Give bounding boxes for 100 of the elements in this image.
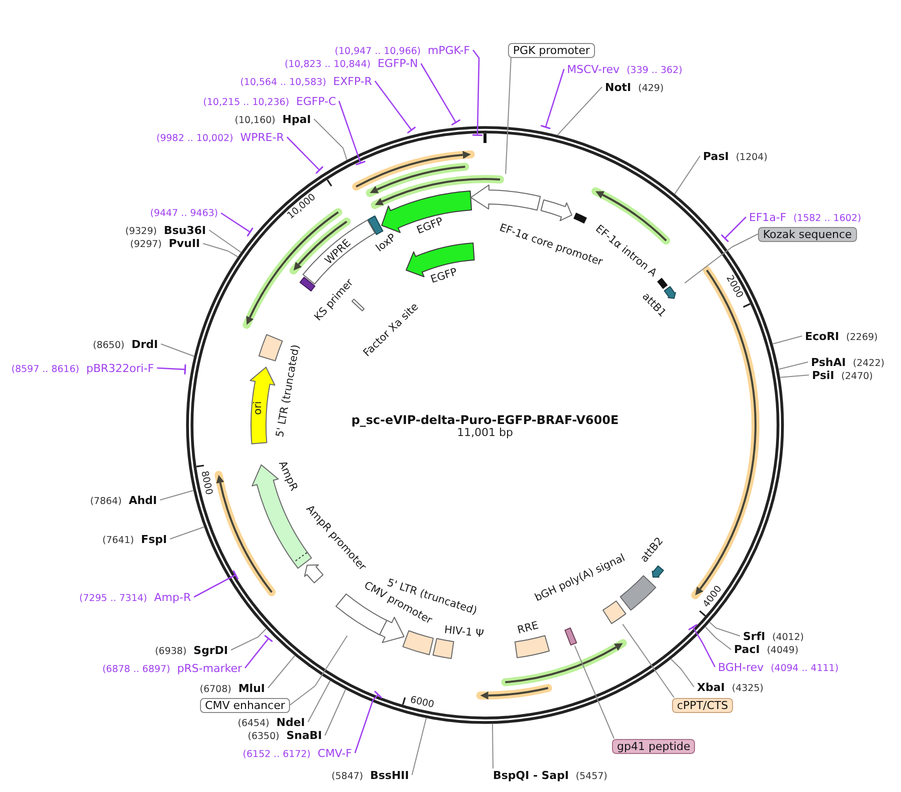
site-position: (4325) [732, 682, 764, 694]
feature-label: RRE [516, 619, 540, 637]
leader-line [160, 344, 195, 357]
leader-line [244, 634, 273, 668]
enzyme-name: PacI [734, 643, 760, 656]
site-position: (2470) [841, 370, 873, 382]
feature-tag: cPPT/CTS [672, 698, 734, 712]
leader-line [208, 230, 242, 253]
enzyme-name: NotI [605, 80, 632, 94]
enzyme-name: NdeI [276, 716, 305, 728]
site-position: (8650) [92, 338, 124, 352]
site-position: (1204) [736, 150, 768, 164]
enzyme-name: SgrDI [194, 644, 228, 656]
leader-line [505, 57, 512, 174]
primer-position: (8597 .. 8616) [11, 362, 80, 376]
primer-position: (10,564 .. 10,583) [240, 76, 326, 88]
leader-line [412, 718, 427, 776]
feature-label: HIV-1 Ψ [444, 624, 484, 640]
site-position: (429) [638, 82, 664, 94]
site-position: (5847) [332, 770, 364, 782]
enzyme-name: PasI [703, 150, 729, 162]
plasmid-length: 11,001 bp [457, 427, 513, 439]
enzyme-name: DrdI [131, 338, 158, 350]
site-position: (4049) [766, 644, 798, 657]
feature-label: EGFP [429, 266, 459, 286]
leader-line [374, 80, 416, 134]
site-position: (6350) [248, 730, 280, 743]
leader-line [684, 234, 758, 284]
leader-line [688, 624, 716, 668]
site-position: (9329) [125, 224, 157, 238]
site-position: (6708) [200, 682, 232, 696]
primer-position: (6152 .. 6172) [242, 748, 311, 760]
leader-line [308, 680, 331, 722]
primer-position: (7295 .. 7314) [79, 592, 148, 604]
leader-line [230, 628, 267, 650]
feature-label: EGFP [415, 215, 445, 237]
enzyme-name: PshAI [811, 356, 846, 368]
ruler-number: 8000 [198, 470, 214, 496]
primer-position: (10,947 .. 10,966) [334, 44, 421, 58]
leader-line [778, 362, 808, 370]
primer-name: EGFP-N [378, 57, 418, 70]
enzyme-name: SrfI [743, 630, 766, 642]
site-position: (2269) [846, 330, 878, 344]
leader-line [720, 216, 746, 242]
enzyme-name: FspI [140, 532, 167, 546]
enzyme-name: EcoRI [805, 330, 840, 342]
site-position: (9297) [130, 238, 162, 251]
leader-line [557, 86, 602, 136]
feature-label: ori [252, 401, 264, 415]
primer-name: pBR322ori-F [86, 362, 154, 374]
enzyme-name: SnaBI [286, 729, 322, 742]
leader-line [492, 723, 494, 769]
leader-line [420, 63, 460, 126]
leader-line [772, 336, 802, 344]
enzyme-name: Bsu36I [164, 224, 206, 236]
leader-line [670, 658, 694, 688]
enzyme-name: PsiI [812, 368, 834, 382]
enzyme-name: AhdI [128, 494, 157, 506]
primer-position: (4094 .. 4111) [770, 662, 839, 674]
leader-line [268, 655, 296, 688]
primer-name: EXFP-R [333, 74, 372, 88]
plasmid-name: p_sc-eVIP-delta-Puro-EGFP-BRAF-V600E [351, 413, 619, 427]
ruler-number: 6000 [408, 694, 436, 712]
leader-line [220, 212, 254, 237]
enzyme-name: MluI [238, 682, 265, 694]
primer-name: BGH-rev [718, 660, 764, 674]
primer-name: Amp-R [154, 590, 191, 604]
leader-line [160, 490, 194, 500]
leader-line [290, 635, 348, 706]
site-position: (7641) [102, 534, 134, 546]
leader-line [704, 626, 732, 650]
primer-position: (10,215 .. 10,236) [203, 96, 290, 108]
primer-position: (10,823 .. 10,844) [284, 58, 371, 71]
enzyme-name: BspQI - SapI [493, 768, 569, 782]
leader-line [314, 118, 348, 160]
site-position: (2422) [852, 356, 884, 370]
primer-name: pRS-marker [177, 662, 242, 674]
enzyme-name: BssHII [370, 768, 409, 782]
leader-line [170, 526, 204, 540]
feature-tag: gp41 peptide [612, 738, 696, 754]
site-position: (6938) [154, 644, 187, 658]
feature-tag: CMV enhancer [200, 698, 290, 712]
enzyme-name: HpaI [282, 112, 311, 126]
leader-line [574, 645, 614, 739]
leader-line [780, 374, 810, 378]
site-position: (6454) [238, 716, 270, 730]
enzyme-name: XbaI [697, 680, 725, 694]
primer-name: WPRE-R [240, 130, 284, 144]
leader-line [674, 156, 700, 194]
site-position: (7864) [90, 494, 122, 508]
leader-line [194, 570, 238, 598]
primer-position: (6878 .. 6897) [102, 662, 170, 676]
leader-line [354, 690, 382, 754]
primer-position: (9447 .. 9463) [150, 206, 218, 220]
leader-line [472, 50, 483, 136]
feature-tag: Kozak sequence [758, 226, 857, 242]
leader-line [540, 68, 565, 130]
feature-tag: PGK promoter [508, 42, 595, 58]
primer-position: (1582 .. 1602) [793, 212, 862, 224]
leader-line [156, 364, 186, 375]
